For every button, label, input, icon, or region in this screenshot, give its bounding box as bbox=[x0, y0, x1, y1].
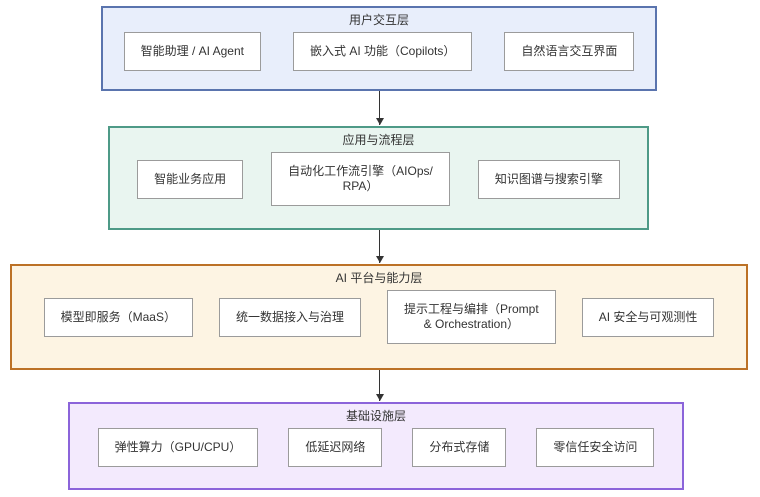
layer-ai-platform-capability: AI 平台与能力层 模型即服务（MaaS） 统一数据接入与治理 提示工程与编排（… bbox=[10, 264, 748, 370]
node-low-latency-network: 低延迟网络 bbox=[288, 428, 383, 467]
node-prompt-orchestration: 提示工程与编排（Prompt & Orchestration） bbox=[387, 290, 556, 344]
layer-infrastructure: 基础设施层 弹性算力（GPU/CPU） 低延迟网络 分布式存储 零信任安全访问 bbox=[68, 402, 684, 490]
node-embedded-ai-copilots: 嵌入式 AI 功能（Copilots） bbox=[292, 32, 473, 71]
layer-title-infrastructure: 基础设施层 bbox=[345, 409, 406, 423]
down-arrow-icon bbox=[379, 91, 380, 125]
layer-title-ai-platform-capability: AI 平台与能力层 bbox=[335, 271, 423, 285]
node-ai-security-observability: AI 安全与可观测性 bbox=[581, 297, 715, 337]
layer-user-interaction: 用户交互层 智能助理 / AI Agent 嵌入式 AI 功能（Copilots… bbox=[101, 6, 657, 91]
layer-nodes: 智能助理 / AI Agent 嵌入式 AI 功能（Copilots） 自然语言… bbox=[103, 32, 655, 71]
node-zero-trust-access: 零信任安全访问 bbox=[536, 428, 655, 467]
node-elastic-compute-gpu-cpu: 弹性算力（GPU/CPU） bbox=[97, 428, 259, 467]
node-knowledge-graph-search: 知识图谱与搜索引擎 bbox=[477, 159, 620, 199]
down-arrow-icon bbox=[379, 370, 380, 401]
node-unified-data-governance: 统一数据接入与治理 bbox=[218, 297, 361, 337]
layer-nodes: 智能业务应用 自动化工作流引擎（AIOps/ RPA） 知识图谱与搜索引擎 bbox=[110, 152, 647, 206]
layer-title-user-interaction: 用户交互层 bbox=[348, 13, 409, 27]
node-natural-language-ui: 自然语言交互界面 bbox=[504, 32, 635, 71]
node-distributed-storage: 分布式存储 bbox=[412, 428, 507, 467]
node-maas: 模型即服务（MaaS） bbox=[43, 297, 193, 337]
node-smart-business-apps: 智能业务应用 bbox=[137, 159, 244, 199]
layer-title-application-process: 应用与流程层 bbox=[342, 133, 415, 147]
down-arrow-icon bbox=[379, 230, 380, 263]
layer-nodes: 模型即服务（MaaS） 统一数据接入与治理 提示工程与编排（Prompt & O… bbox=[12, 290, 746, 344]
layer-nodes: 弹性算力（GPU/CPU） 低延迟网络 分布式存储 零信任安全访问 bbox=[70, 428, 682, 467]
layer-application-process: 应用与流程层 智能业务应用 自动化工作流引擎（AIOps/ RPA） 知识图谱与… bbox=[108, 126, 649, 230]
node-workflow-engine-aiops-rpa: 自动化工作流引擎（AIOps/ RPA） bbox=[271, 152, 450, 206]
node-ai-agent: 智能助理 / AI Agent bbox=[123, 32, 261, 71]
